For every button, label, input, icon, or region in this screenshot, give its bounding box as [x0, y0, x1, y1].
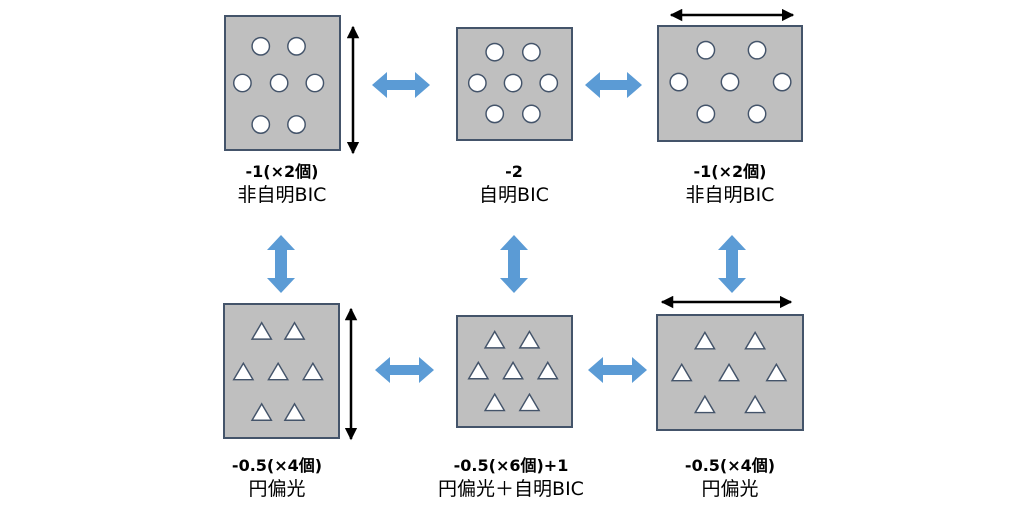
panel-top-right — [657, 25, 803, 142]
double-arrow-icon — [500, 235, 528, 293]
mode-label: 非自明BIC — [237, 184, 327, 206]
triangle-pattern-bottom-left — [232, 321, 324, 421]
caption-bottom-left: -0.5(×4個) 円偏光 — [177, 456, 377, 502]
winding-value: -0.5(×4個) — [231, 456, 323, 475]
winding-value: -0.5(×6個)+1 — [453, 456, 569, 475]
panel-bottom-left — [223, 303, 340, 439]
hole-pattern-top-center — [467, 42, 559, 124]
triangle-pattern-bottom-right — [670, 330, 788, 414]
triangle-pattern-bottom-center — [467, 330, 559, 412]
caption-top-left: -1(×2個) 非自明BIC — [182, 162, 382, 208]
hole-pattern-top-right — [669, 40, 792, 124]
double-arrow-icon — [588, 357, 647, 383]
mode-label: 円偏光 — [701, 478, 759, 500]
winding-value: -0.5(×4個) — [684, 456, 776, 475]
double-arrow-icon — [375, 357, 434, 383]
winding-value: -1(×2個) — [245, 162, 319, 181]
double-arrow-icon — [267, 235, 295, 293]
mode-label: 非自明BIC — [685, 184, 775, 206]
hole-pattern-top-left — [233, 36, 325, 134]
winding-value: -1(×2個) — [693, 162, 767, 181]
mode-label: 自明BIC — [479, 184, 549, 206]
caption-top-right: -1(×2個) 非自明BIC — [630, 162, 830, 208]
double-arrow-icon — [585, 72, 642, 98]
double-arrow-icon — [718, 235, 746, 293]
double-arrow-icon — [372, 72, 430, 98]
mode-label: 円偏光 — [248, 478, 306, 500]
caption-bottom-center: -0.5(×6個)+1 円偏光＋自明BIC — [411, 456, 611, 502]
caption-bottom-right: -0.5(×4個) 円偏光 — [630, 456, 830, 502]
winding-value: -2 — [505, 162, 523, 181]
panel-top-center — [456, 27, 573, 141]
panel-bottom-center — [456, 315, 573, 428]
caption-top-center: -2 自明BIC — [414, 162, 614, 208]
panel-bottom-right — [656, 314, 804, 431]
mode-label: 円偏光＋自明BIC — [438, 478, 584, 500]
panel-top-left — [224, 15, 341, 151]
